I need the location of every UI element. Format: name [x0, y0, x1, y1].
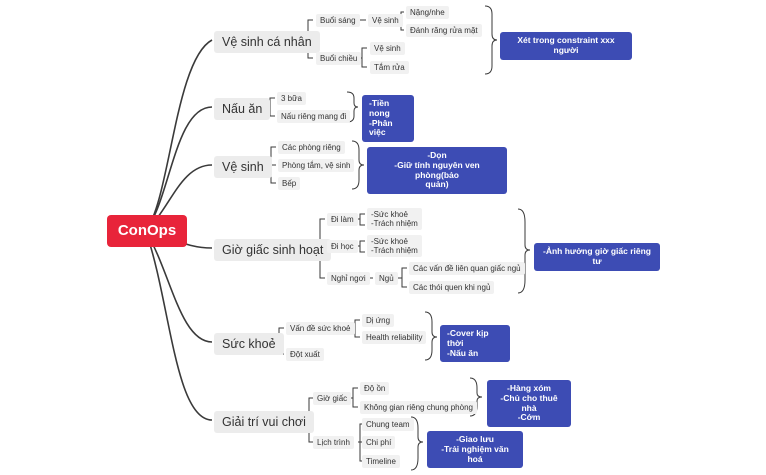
node-do-on[interactable]: Độ ồn [360, 382, 390, 396]
node-thoi-quen[interactable]: Các thói quen khi ngủ [409, 281, 495, 295]
branch-gio-giac-sinh-hoat[interactable]: Giờ giấc sinh hoạt [214, 239, 332, 262]
node-dot-xuat[interactable]: Đột xuất [286, 348, 324, 362]
node-van-de-giac-ngu[interactable]: Các vấn đề liên quan giấc ngủ [409, 262, 525, 276]
info-line: -Sức khoẻ [371, 237, 408, 246]
note-line: -Trải nghiệm văn hoá [441, 443, 509, 464]
note-ve-sinh-ca-nhan[interactable]: Xét trong constraint xxx người [500, 32, 632, 60]
info-line: -Trách nhiệm [371, 219, 418, 229]
node-phong-tam[interactable]: Phòng tắm, vệ sinh [278, 159, 355, 173]
note-line: -Nấu ăn [447, 347, 479, 358]
note-gio-giac[interactable]: -Ảnh hưởng giờ giấc riêng tư [534, 243, 660, 271]
info-line: -Sức khoẻ [371, 210, 408, 219]
note-line: quản) [425, 179, 449, 190]
node-khong-gian[interactable]: Không gian riêng chung phòng [360, 401, 477, 415]
info-line: -Trách nhiệm [371, 246, 418, 256]
node-van-de-suc-khoe[interactable]: Vấn đề sức khoẻ [286, 322, 355, 336]
node-danh-rang[interactable]: Đánh răng rửa mặt [406, 24, 482, 38]
note-giai-tri-1[interactable]: -Hàng xóm -Chủ cho thuê nhà -Cớm [487, 380, 571, 428]
node-di-lam-info[interactable]: -Sức khoẻ -Trách nhiệm [367, 208, 422, 231]
note-line: -Phân việc [369, 117, 393, 138]
node-3-bua[interactable]: 3 bữa [277, 92, 306, 106]
node-nghi-ngoi[interactable]: Nghỉ ngơi [327, 272, 370, 286]
node-nang-nhe[interactable]: Nặng/nhe [406, 6, 449, 20]
note-line: -Hàng xóm [507, 383, 551, 393]
note-line: -Chủ cho thuê nhà [500, 392, 558, 413]
note-line: Xét trong constraint xxx người [517, 35, 615, 55]
note-nau-an[interactable]: -Tiền nong -Phân việc [362, 95, 414, 143]
note-line: -Ảnh hưởng giờ giấc riêng tư [543, 246, 651, 266]
note-line: -Giao lưu [456, 434, 494, 444]
branch-ve-sinh[interactable]: Vệ sinh [214, 156, 272, 179]
node-phong-rieng[interactable]: Các phòng riêng [278, 141, 345, 155]
branch-ve-sinh-ca-nhan[interactable]: Vệ sinh cá nhân [214, 31, 320, 54]
note-suc-khoe[interactable]: -Cover kịp thời -Nấu ăn [440, 325, 510, 363]
node-di-hoc[interactable]: Đi học [327, 240, 358, 254]
branch-giai-tri-vui-choi[interactable]: Giải trí vui chơi [214, 411, 314, 434]
node-tam-rua[interactable]: Tắm rửa [370, 61, 409, 75]
node-gio-giac-giai-tri[interactable]: Giờ giấc [313, 392, 352, 406]
node-lich-trinh[interactable]: Lịch trình [313, 436, 354, 450]
node-chung-team[interactable]: Chung team [362, 418, 414, 432]
node-ngu[interactable]: Ngủ [375, 272, 398, 286]
node-health-reliability[interactable]: Health reliability [362, 331, 427, 345]
node-ve-sinh-chieu[interactable]: Vệ sinh [370, 42, 405, 56]
note-line: -Cớm [517, 412, 541, 423]
branch-suc-khoe[interactable]: Sức khoẻ [214, 333, 284, 356]
note-ve-sinh[interactable]: -Dọn -Giữ tính nguyên ven phòng(bảo quản… [367, 147, 507, 195]
node-buoi-chieu[interactable]: Buổi chiều [316, 52, 362, 66]
node-di-lam[interactable]: Đi làm [327, 213, 358, 227]
node-di-hoc-info[interactable]: -Sức khoẻ -Trách nhiệm [367, 235, 422, 258]
node-nau-rieng[interactable]: Nấu riêng mang đi [277, 110, 351, 124]
note-line: -Cover kịp thời [447, 328, 489, 348]
node-bep[interactable]: Bếp [278, 177, 301, 191]
node-di-ung[interactable]: Dị ứng [362, 314, 395, 328]
note-line: -Dọn [427, 150, 447, 160]
node-timeline[interactable]: Timeline [362, 455, 400, 469]
node-chi-phi[interactable]: Chi phí [362, 436, 396, 450]
note-line: -Giữ tính nguyên ven phòng(bảo [394, 159, 480, 180]
note-line: -Tiền nong [369, 98, 390, 118]
node-ve-sinh-sang[interactable]: Vệ sinh [368, 14, 403, 28]
root-node[interactable]: ConOps [107, 215, 187, 247]
node-buoi-sang[interactable]: Buổi sáng [316, 14, 360, 28]
note-giai-tri-2[interactable]: -Giao lưu -Trải nghiệm văn hoá [427, 431, 523, 469]
branch-nau-an[interactable]: Nấu ăn [214, 98, 271, 121]
